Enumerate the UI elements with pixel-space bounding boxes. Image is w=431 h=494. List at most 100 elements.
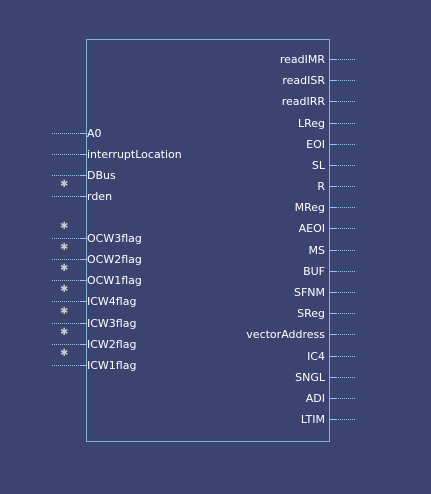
output-port-label: SReg xyxy=(297,307,325,320)
output-port-ADI[interactable]: ADI xyxy=(200,391,356,407)
input-pin xyxy=(81,133,86,134)
input-port-label: OCW1flag xyxy=(87,274,142,287)
output-port-MS[interactable]: MS xyxy=(200,243,356,259)
input-pin xyxy=(81,196,86,197)
input-port-ICW2flag[interactable]: ✱ICW2flag xyxy=(52,328,212,353)
output-port-label: BUF xyxy=(303,265,325,278)
output-pin xyxy=(330,313,336,314)
output-port-label: ADI xyxy=(305,392,325,405)
input-pin xyxy=(81,259,86,260)
output-wire xyxy=(336,186,355,187)
inversion-marker-icon: ✱ xyxy=(60,348,69,359)
output-wire xyxy=(336,123,355,124)
input-port-A0[interactable]: A0 xyxy=(52,126,212,142)
output-port-SNGL[interactable]: SNGL xyxy=(200,370,356,386)
inversion-marker-icon: ✱ xyxy=(60,284,69,295)
output-pin xyxy=(330,398,336,399)
output-wire xyxy=(336,377,355,378)
input-port-OCW3flag[interactable]: ✱OCW3flag xyxy=(52,222,212,247)
output-port-SFNM[interactable]: SFNM xyxy=(200,285,356,301)
input-wire xyxy=(52,280,83,281)
module-block[interactable] xyxy=(86,39,330,442)
input-port-label: rden xyxy=(87,190,113,203)
output-port-IC4[interactable]: IC4 xyxy=(200,349,356,365)
output-port-LTIM[interactable]: LTIM xyxy=(200,412,356,428)
output-port-label: readIMR xyxy=(279,53,325,66)
output-pin xyxy=(330,144,336,145)
input-pin xyxy=(81,238,86,239)
output-port-SL[interactable]: SL xyxy=(200,158,356,174)
output-pin xyxy=(330,377,336,378)
output-port-BUF[interactable]: BUF xyxy=(200,264,356,280)
output-pin xyxy=(330,101,336,102)
input-wire xyxy=(52,301,83,302)
input-pin xyxy=(81,175,86,176)
input-pin xyxy=(81,280,86,281)
input-wire xyxy=(52,238,83,239)
output-wire xyxy=(336,228,355,229)
output-wire xyxy=(336,207,355,208)
input-wire xyxy=(52,154,83,155)
input-wire xyxy=(52,196,83,197)
input-port-OCW1flag[interactable]: ✱ OCW1flag xyxy=(52,264,212,289)
output-port-label: MReg xyxy=(294,201,325,214)
output-pin xyxy=(330,292,336,293)
input-wire xyxy=(52,133,83,134)
output-pin xyxy=(330,59,336,60)
output-port-label: R xyxy=(317,180,325,193)
input-pin xyxy=(81,344,86,345)
input-port-DBus[interactable]: DBus xyxy=(52,168,212,184)
output-port-label: IC4 xyxy=(307,350,325,363)
output-port-label: EOI xyxy=(306,138,325,151)
output-port-label: readISR xyxy=(282,74,325,87)
input-wire xyxy=(52,259,83,260)
output-port-label: MS xyxy=(308,244,325,257)
output-port-MReg[interactable]: MReg xyxy=(200,200,356,216)
output-port-R[interactable]: R xyxy=(200,179,356,195)
output-port-label: vectorAddress xyxy=(246,328,325,341)
inversion-marker-icon: ✱ xyxy=(60,242,69,253)
output-port-label: SL xyxy=(311,159,325,172)
output-port-readISR[interactable]: readISR xyxy=(200,73,356,89)
output-port-AEOI[interactable]: AEOI xyxy=(200,221,356,237)
output-port-LReg[interactable]: LReg xyxy=(200,116,356,132)
output-wire xyxy=(336,292,355,293)
output-pin xyxy=(330,271,336,272)
output-port-SReg[interactable]: SReg xyxy=(200,306,356,322)
output-pin xyxy=(330,250,336,251)
output-wire xyxy=(336,165,355,166)
output-wire xyxy=(336,80,355,81)
output-pin xyxy=(330,334,336,335)
output-port-vectorAddress[interactable]: vectorAddress xyxy=(200,327,356,343)
input-pin xyxy=(81,154,86,155)
input-port-label: OCW2flag xyxy=(87,253,142,266)
output-port-EOI[interactable]: EOI xyxy=(200,137,356,153)
input-port-rden[interactable]: ✱ rden xyxy=(52,180,212,205)
input-wire xyxy=(52,365,83,366)
output-port-label: AEOI xyxy=(298,222,325,235)
input-port-ICW3flag[interactable]: ✱ICW3flag xyxy=(52,307,212,332)
inversion-marker-icon: ✱ xyxy=(60,263,69,274)
output-pin xyxy=(330,123,336,124)
output-wire xyxy=(336,144,355,145)
input-pin xyxy=(81,323,86,324)
output-wire xyxy=(336,59,355,60)
inversion-marker-icon: ✱ xyxy=(60,179,69,190)
output-wire xyxy=(336,101,355,102)
inversion-marker-icon: ✱ xyxy=(60,221,69,232)
input-port-label: DBus xyxy=(87,169,116,182)
output-port-readIMR[interactable]: readIMR xyxy=(200,52,356,68)
output-wire xyxy=(336,398,355,399)
input-port-ICW1flag[interactable]: ✱ ICW1flag xyxy=(52,349,212,374)
input-port-label: ICW1flag xyxy=(87,359,137,372)
output-pin xyxy=(330,80,336,81)
input-port-interruptLocation[interactable]: interruptLocation xyxy=(52,147,212,163)
output-wire xyxy=(336,250,355,251)
output-port-label: SFNM xyxy=(293,286,325,299)
output-port-label: LTIM xyxy=(300,413,325,426)
output-port-readIRR[interactable]: readIRR xyxy=(200,94,356,110)
input-port-ICW4flag[interactable]: ✱ICW4flag xyxy=(52,285,212,310)
input-port-OCW2flag[interactable]: ✱ OCW2flag xyxy=(52,243,212,268)
input-port-label: interruptLocation xyxy=(87,148,182,161)
input-port-label: ICW2flag xyxy=(87,338,137,351)
